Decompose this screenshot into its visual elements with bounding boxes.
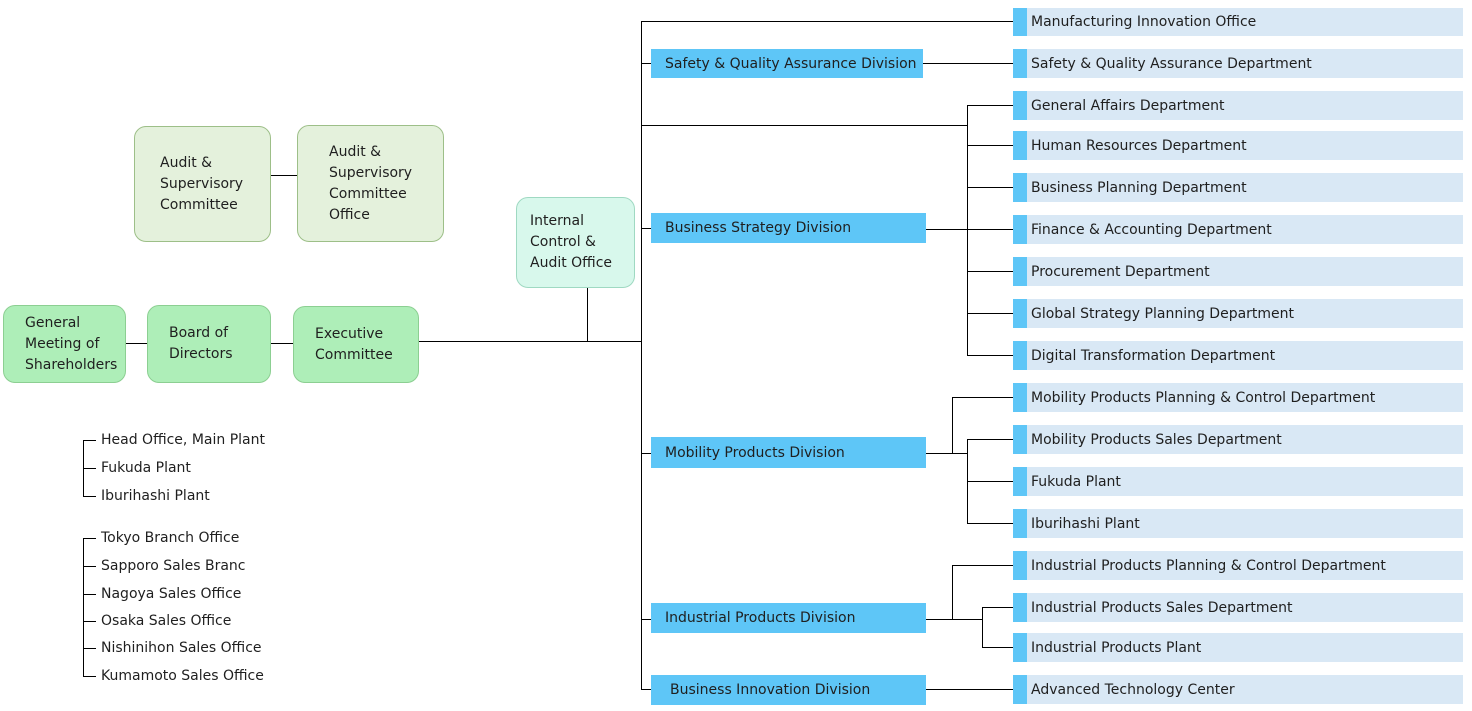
dept-general-affairs: General Affairs Department [1013, 91, 1463, 120]
office-nagoya-sales: Nagoya Sales Office [101, 586, 242, 602]
board-of-directors-label: Board of Directors [169, 325, 233, 362]
dept-safety-quality-assurance: Safety & Quality Assurance Department [1013, 49, 1463, 78]
dept-label: Procurement Department [1031, 263, 1210, 280]
dept-business-planning: Business Planning Department [1013, 173, 1463, 202]
dept-stripe [1013, 341, 1027, 370]
dept-stripe [1013, 633, 1027, 662]
dept-iburihashi-plant: Iburihashi Plant [1013, 509, 1463, 538]
division-label: Safety & Quality Assurance Division [665, 55, 917, 72]
dept-label: Advanced Technology Center [1031, 681, 1235, 698]
dept-stripe [1013, 551, 1027, 580]
dept-stripe [1013, 131, 1027, 160]
dept-stripe [1013, 425, 1027, 454]
dept-label: Human Resources Department [1031, 137, 1247, 154]
dept-label: Industrial Products Planning & Control D… [1031, 557, 1386, 574]
internal-control-audit-office-box: Internal Control & Audit Office [516, 197, 635, 288]
dept-stripe [1013, 467, 1027, 496]
general-meeting-box: General Meeting of Shareholders [3, 305, 126, 383]
division-safety-quality: Safety & Quality Assurance Division [651, 49, 923, 78]
dept-fukuda-plant: Fukuda Plant [1013, 467, 1463, 496]
division-business-innovation: Business Innovation Division [651, 675, 926, 705]
dept-manufacturing-innovation-office: Manufacturing Innovation Office [1013, 8, 1463, 36]
audit-supervisory-committee-label: Audit & Supervisory Committee [160, 154, 244, 213]
dept-mobility-planning-control: Mobility Products Planning & Control Dep… [1013, 383, 1463, 412]
dept-label: Industrial Products Plant [1031, 639, 1202, 656]
dept-label: Fukuda Plant [1031, 473, 1121, 490]
dept-digital-transformation: Digital Transformation Department [1013, 341, 1463, 370]
site-iburihashi-plant: Iburihashi Plant [101, 488, 210, 504]
dept-label: Finance & Accounting Department [1031, 221, 1272, 238]
division-label: Business Innovation Division [670, 682, 871, 698]
office-tokyo-branch: Tokyo Branch Office [101, 530, 240, 546]
division-label: Business Strategy Division [665, 220, 852, 236]
general-meeting-label: General Meeting of Shareholders [25, 314, 118, 373]
dept-stripe [1013, 8, 1027, 36]
office-osaka-sales: Osaka Sales Office [101, 613, 232, 629]
division-industrial-products: Industrial Products Division [651, 603, 926, 633]
audit-committee-office-label: Audit & Supervisory Committee Office [329, 143, 413, 223]
dept-stripe [1013, 173, 1027, 202]
dept-industrial-sales: Industrial Products Sales Department [1013, 593, 1463, 622]
dept-stripe [1013, 49, 1027, 78]
dept-label: Industrial Products Sales Department [1031, 599, 1293, 616]
dept-stripe [1013, 299, 1027, 328]
dept-label: Digital Transformation Department [1031, 347, 1276, 364]
dept-stripe [1013, 257, 1027, 286]
dept-label: Business Planning Department [1031, 179, 1247, 196]
dept-label: Manufacturing Innovation Office [1031, 14, 1257, 30]
site-head-office-main-plant: Head Office, Main Plant [101, 432, 265, 448]
dept-procurement: Procurement Department [1013, 257, 1463, 286]
audit-committee-office-box: Audit & Supervisory Committee Office [297, 125, 444, 242]
dept-stripe [1013, 91, 1027, 120]
dept-mobility-sales: Mobility Products Sales Department [1013, 425, 1463, 454]
division-mobility-products: Mobility Products Division [651, 437, 926, 468]
audit-supervisory-committee-box: Audit & Supervisory Committee [134, 126, 271, 242]
dept-label: General Affairs Department [1031, 97, 1225, 114]
executive-committee-label: Executive Committee [315, 325, 393, 363]
dept-industrial-planning-control: Industrial Products Planning & Control D… [1013, 551, 1463, 580]
dept-finance-accounting: Finance & Accounting Department [1013, 215, 1463, 244]
dept-advanced-technology-center: Advanced Technology Center [1013, 675, 1463, 704]
dept-stripe [1013, 593, 1027, 622]
dept-label: Mobility Products Planning & Control Dep… [1031, 389, 1376, 406]
office-kumamoto-sales: Kumamoto Sales Office [101, 668, 264, 684]
division-label: Mobility Products Division [665, 444, 845, 461]
dept-stripe [1013, 509, 1027, 538]
dept-human-resources: Human Resources Department [1013, 131, 1463, 160]
dept-stripe [1013, 215, 1027, 244]
dept-label: Safety & Quality Assurance Department [1031, 55, 1312, 72]
office-nishinihon-sales: Nishinihon Sales Office [101, 640, 262, 656]
dept-label: Mobility Products Sales Department [1031, 431, 1282, 448]
office-sapporo-sales: Sapporo Sales Branc [101, 558, 246, 574]
dept-global-strategy-planning: Global Strategy Planning Department [1013, 299, 1463, 328]
board-of-directors-box: Board of Directors [147, 305, 271, 383]
executive-committee-box: Executive Committee [293, 306, 419, 383]
dept-label: Global Strategy Planning Department [1031, 305, 1295, 322]
internal-control-audit-office-label: Internal Control & Audit Office [530, 213, 613, 271]
division-business-strategy: Business Strategy Division [651, 213, 926, 243]
site-fukuda-plant: Fukuda Plant [101, 460, 191, 476]
dept-industrial-products-plant: Industrial Products Plant [1013, 633, 1463, 662]
dept-label: Iburihashi Plant [1031, 515, 1140, 532]
dept-stripe [1013, 383, 1027, 412]
dept-stripe [1013, 675, 1027, 704]
division-label: Industrial Products Division [665, 610, 856, 626]
